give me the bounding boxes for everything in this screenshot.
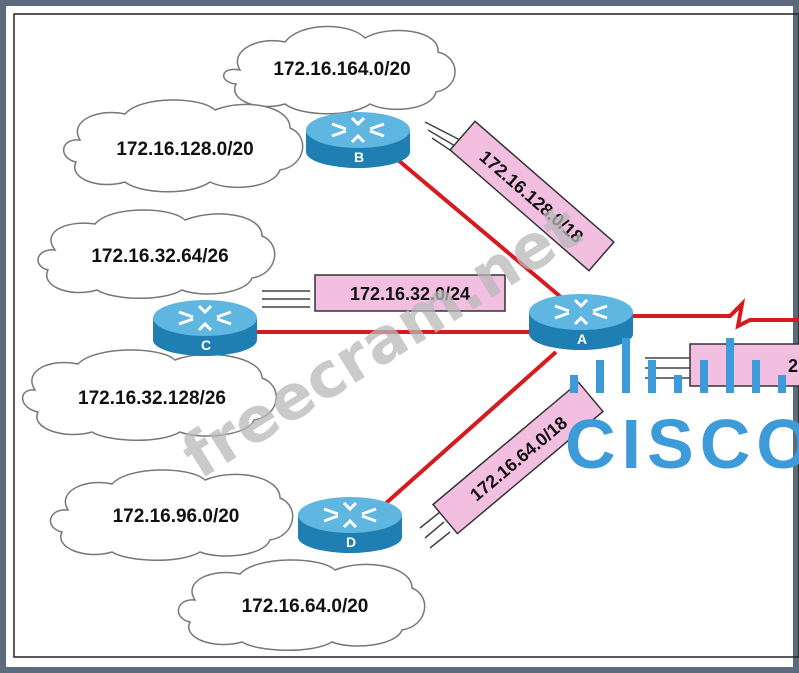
cloud-d-lower: 172.16.64.0/20 <box>177 559 426 651</box>
router-arrows-icon <box>323 501 377 529</box>
cisco-wordmark: CISCO <box>565 405 799 483</box>
router-letter: C <box>201 337 211 353</box>
router-arrows-icon <box>331 116 385 144</box>
router-arrows-icon <box>178 304 232 332</box>
summary-label: 172.16.32.0/24 <box>350 284 470 304</box>
network-label: 172.16.32.64/26 <box>91 246 228 267</box>
router-arrows-icon <box>554 298 608 326</box>
network-label: 172.16.64.0/20 <box>242 596 369 617</box>
router-d: D <box>298 497 402 553</box>
link-b-a <box>396 158 564 300</box>
cisco-bars-icon <box>570 338 786 393</box>
router-letter: A <box>577 331 587 347</box>
link-a-out <box>622 298 799 330</box>
network-label: 172.16.96.0/20 <box>113 506 240 527</box>
cloud-b-lower: 172.16.128.0/20 <box>63 99 304 193</box>
router-b: B <box>306 112 410 168</box>
cloud-b-upper: 172.16.164.0/20 <box>223 25 456 115</box>
summary-label: 2 <box>788 356 798 376</box>
inner-border <box>13 13 799 658</box>
cloud-d-upper: 172.16.96.0/20 <box>49 469 294 561</box>
network-label: 172.16.164.0/20 <box>273 59 410 80</box>
router-a: A <box>529 294 633 350</box>
router-c: C <box>153 300 257 356</box>
cloud-c-upper: 172.16.32.64/26 <box>37 209 276 299</box>
network-label: 172.16.128.0/20 <box>116 139 253 160</box>
cloud-c-lower: 172.16.32.128/26 <box>21 349 278 441</box>
router-letter: D <box>346 534 356 550</box>
network-label: 172.16.32.128/26 <box>78 388 226 409</box>
link-d-a <box>374 350 558 514</box>
summary-box-c: 172.16.32.0/24 <box>314 274 506 312</box>
links <box>240 158 799 514</box>
router-letter: B <box>354 149 364 165</box>
cisco-logo: CISCO <box>565 338 799 483</box>
